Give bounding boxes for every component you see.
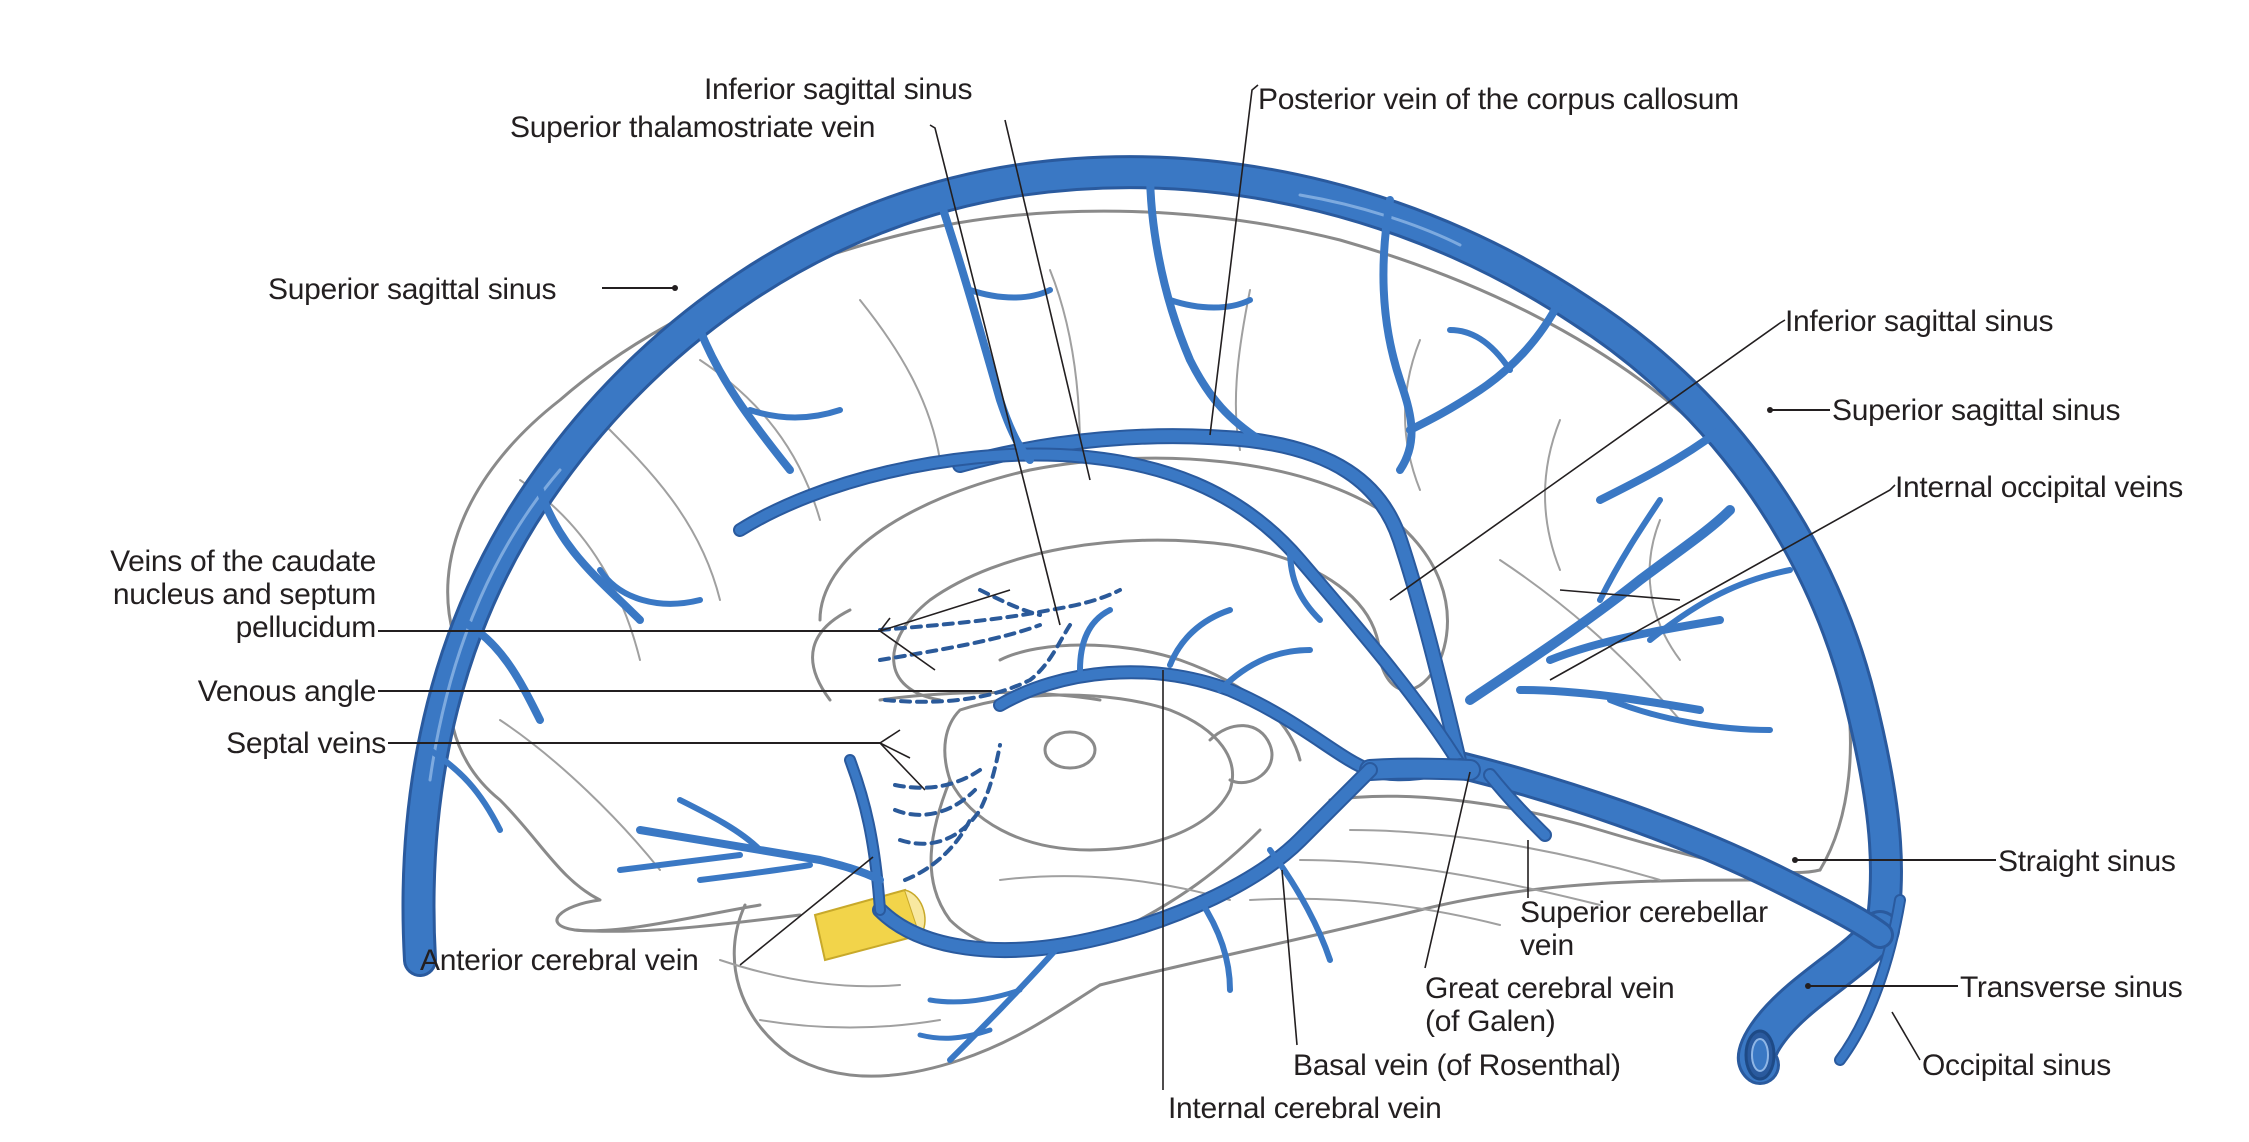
label-superior-sagittal-sinus-left: Superior sagittal sinus bbox=[268, 273, 557, 306]
label-basal-vein: Basal vein (of Rosenthal) bbox=[1293, 1049, 1621, 1082]
label-great-cerebral-line-1: Great cerebral vein bbox=[1425, 972, 1675, 1005]
label-venous-angle: Venous angle bbox=[197, 675, 377, 708]
label-superior-sagittal-sinus-right: Superior sagittal sinus bbox=[1832, 394, 2121, 427]
label-superior-cerebellar-vein: Superior cerebellar vein bbox=[1520, 896, 1768, 962]
leader-lines bbox=[378, 84, 1996, 1090]
dashed-deep-veins bbox=[878, 588, 1122, 882]
label-septal-veins: Septal veins bbox=[226, 727, 386, 760]
label-veins-caudate-nucleus: Veins of the caudate nucleus and septum … bbox=[74, 545, 376, 644]
label-veins-caudate-line-2: nucleus and septum bbox=[112, 578, 376, 611]
veins bbox=[401, 155, 1906, 1085]
label-inferior-sagittal-sinus-right: Inferior sagittal sinus bbox=[1785, 305, 2054, 338]
label-great-cerebral-vein: Great cerebral vein (of Galen) bbox=[1425, 972, 1675, 1038]
label-transverse-sinus: Transverse sinus bbox=[1960, 971, 2183, 1004]
label-anterior-cerebral-vein: Anterior cerebral vein bbox=[420, 944, 699, 977]
label-occipital-sinus: Occipital sinus bbox=[1922, 1049, 2111, 1082]
label-straight-sinus: Straight sinus bbox=[1998, 845, 2176, 878]
label-internal-cerebral-vein: Internal cerebral vein bbox=[1168, 1092, 1442, 1125]
internal-occipital-veins bbox=[1465, 505, 1735, 705]
label-inferior-sagittal-sinus-top: Inferior sagittal sinus bbox=[704, 73, 973, 106]
label-superior-thalamostriate-vein: Superior thalamostriate vein bbox=[510, 111, 876, 144]
label-superior-cerebellar-line-1: Superior cerebellar bbox=[1520, 896, 1768, 929]
label-posterior-vein-corpus-callosum: Posterior vein of the corpus callosum bbox=[1258, 83, 1739, 116]
label-superior-cerebellar-line-2: vein bbox=[1520, 929, 1574, 962]
label-great-cerebral-line-2: (of Galen) bbox=[1425, 1005, 1556, 1038]
label-veins-caudate-line-3: pellucidum bbox=[235, 611, 377, 644]
cortical-veins bbox=[427, 166, 1793, 1063]
label-internal-occipital-veins: Internal occipital veins bbox=[1895, 471, 2183, 504]
label-veins-caudate-line-1: Veins of the caudate bbox=[110, 545, 376, 578]
